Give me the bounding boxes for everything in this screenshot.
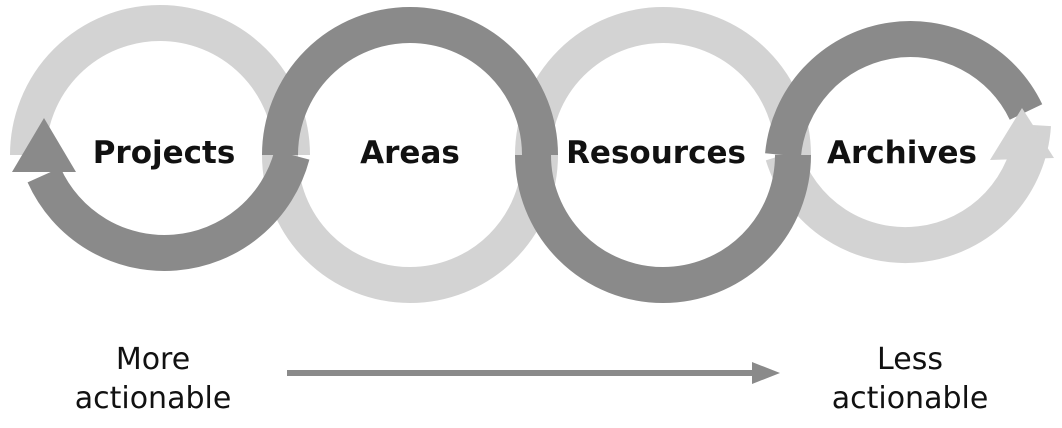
rings-group [10,5,1054,303]
scale-end-line1: Less [877,342,943,377]
archives-ring-top-arc [765,21,1043,158]
resources-ring-top-arc [515,7,811,156]
scale-end-line2: actionable [832,381,989,416]
scale-start-line2: actionable [75,381,232,416]
scale-start-line1: More [116,342,190,377]
scale-arrowhead [752,362,780,384]
actionability-scale: More actionable Less actionable [75,342,989,416]
stage-label-projects: Projects [93,135,236,171]
areas-ring-bottom-arc [262,154,558,303]
cycle-start-arrowhead [12,118,76,172]
areas-ring-top-arc [262,7,558,156]
stage-label-archives: Archives [827,135,977,171]
stage-label-areas: Areas [360,135,460,171]
archives-ring-bottom-arc [765,123,1051,264]
projects-ring-bottom-arc [27,150,310,271]
cycle-end-arrowhead [990,108,1054,160]
resources-ring-bottom-arc [515,154,811,303]
stage-label-resources: Resources [566,135,746,171]
